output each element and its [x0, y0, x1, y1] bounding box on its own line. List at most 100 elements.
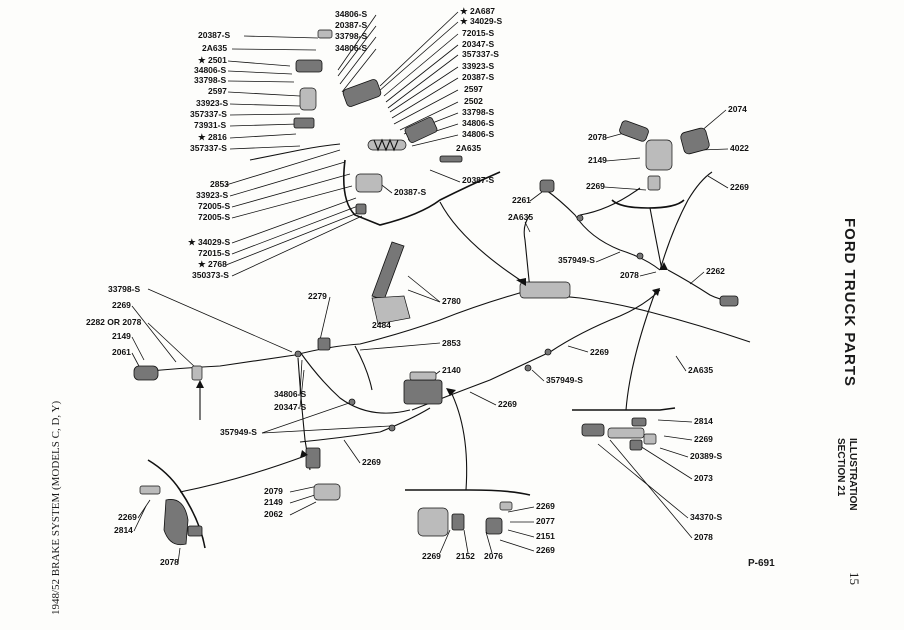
- part-callout: 2152: [456, 551, 475, 561]
- part-callout: 2076: [484, 551, 503, 561]
- part-callout: 2269: [536, 545, 555, 555]
- part-callout: 20347-S: [274, 402, 306, 412]
- part-callout: 73931-S: [194, 120, 226, 130]
- part-callout: 2853: [210, 179, 229, 189]
- part-callout: ★ 2501: [198, 55, 227, 65]
- part-callout: 2149: [264, 497, 283, 507]
- part-callout: 20387-S: [198, 30, 230, 40]
- part-callout: 357337-S: [190, 109, 227, 119]
- part-callout: 2780: [442, 296, 461, 306]
- part-callout: 2269: [590, 347, 609, 357]
- part-callout: 72005-S: [198, 212, 230, 222]
- part-callout: 357949-S: [220, 427, 257, 437]
- part-callout: 2279: [308, 291, 327, 301]
- part-callout: 34806-S: [335, 43, 367, 53]
- part-callout: 2061: [112, 347, 131, 357]
- detail-brackets: [147, 159, 685, 549]
- section-label: SECTION 21: [835, 438, 846, 497]
- part-callout: 2269: [586, 181, 605, 191]
- part-callout: 34806-S: [462, 129, 494, 139]
- part-callout: 2149: [588, 155, 607, 165]
- side-caption: 1948/52 BRAKE SYSTEM (MODELS C, D, Y): [50, 400, 62, 615]
- part-callout: 2073: [694, 473, 713, 483]
- part-callout: 2079: [264, 486, 283, 496]
- page-number: 15: [847, 572, 862, 585]
- part-callout: 20387-S: [335, 20, 367, 30]
- part-callout: 2074: [728, 104, 747, 114]
- part-callout: 34370-S: [690, 512, 722, 522]
- part-callout: ★ 2816: [198, 132, 227, 142]
- part-callout: ★ 2768: [198, 259, 227, 269]
- part-callout: 357949-S: [558, 255, 595, 265]
- part-callout: 33923-S: [196, 190, 228, 200]
- plate-number: P-691: [748, 558, 775, 569]
- part-callout: 72015-S: [462, 28, 494, 38]
- part-callout: 2269: [422, 551, 441, 561]
- part-callout: 357949-S: [546, 375, 583, 385]
- part-callout: 2A635: [688, 365, 713, 375]
- part-callout: 33798-S: [335, 31, 367, 41]
- part-callout: ★ 34029-S: [460, 16, 502, 26]
- part-callout: 2078: [694, 532, 713, 542]
- part-callout: 2062: [264, 509, 283, 519]
- part-callout: 4022: [730, 143, 749, 153]
- part-callout: 33923-S: [462, 61, 494, 71]
- part-callout: 33798-S: [462, 107, 494, 117]
- part-callout: 20389-S: [690, 451, 722, 461]
- part-callout: 20387-S: [462, 175, 494, 185]
- brake-lines: [139, 171, 751, 471]
- part-callout: 2484: [372, 320, 391, 330]
- part-callout: 2151: [536, 531, 555, 541]
- part-callout: 2077: [536, 516, 555, 526]
- part-callout: 350373-S: [192, 270, 229, 280]
- part-callout: 2149: [112, 331, 131, 341]
- part-callout: 2269: [498, 399, 517, 409]
- brand-title: FORD TRUCK PARTS: [841, 218, 858, 388]
- part-callout: 2814: [694, 416, 713, 426]
- part-callout: 2814: [114, 525, 133, 535]
- part-callout: 34806-S: [274, 389, 306, 399]
- part-callout: 34806-S: [194, 65, 226, 75]
- part-callout: 2269: [112, 300, 131, 310]
- illustration-label: ILLUSTRATION: [847, 438, 858, 511]
- part-callout: 2853: [442, 338, 461, 348]
- arrows: [196, 262, 668, 458]
- part-callout: 34806-S: [335, 9, 367, 19]
- part-callout: 72015-S: [198, 248, 230, 258]
- leader-lines: [131, 11, 729, 564]
- part-callout: 2078: [588, 132, 607, 142]
- part-callout: 2502: [464, 96, 483, 106]
- part-callout: 20387-S: [462, 72, 494, 82]
- part-callout: 357337-S: [190, 143, 227, 153]
- part-callout: 33923-S: [196, 98, 228, 108]
- part-callout: 2269: [536, 501, 555, 511]
- part-callout: 72005-S: [198, 201, 230, 211]
- part-callout: 2282 OR 2078: [86, 317, 142, 327]
- part-callout: 2A635: [202, 43, 227, 53]
- part-callout: 33798-S: [108, 284, 140, 294]
- part-callout: 2597: [208, 86, 227, 96]
- part-callout: 357337-S: [462, 49, 499, 59]
- part-callout: 2A635: [456, 143, 481, 153]
- part-callout: ★ 2A687: [460, 6, 495, 16]
- part-callout: 2261: [512, 195, 531, 205]
- part-callout: 20347-S: [462, 39, 494, 49]
- part-callout: 2269: [694, 434, 713, 444]
- components: [133, 29, 739, 546]
- part-callout: 33798-S: [194, 75, 226, 85]
- part-callout: 2269: [362, 457, 381, 467]
- part-callout: 2078: [160, 557, 179, 567]
- part-callout: 34806-S: [462, 118, 494, 128]
- part-callout: 2597: [464, 84, 483, 94]
- part-callout: 2269: [118, 512, 137, 522]
- part-callout: 20387-S: [394, 187, 426, 197]
- part-callout: 2078: [620, 270, 639, 280]
- part-callout: 2A635: [508, 212, 533, 222]
- part-callout: 2140: [442, 365, 461, 375]
- part-callout: 2269: [730, 182, 749, 192]
- part-callout: ★ 34029-S: [188, 237, 230, 247]
- part-callout: 2262: [706, 266, 725, 276]
